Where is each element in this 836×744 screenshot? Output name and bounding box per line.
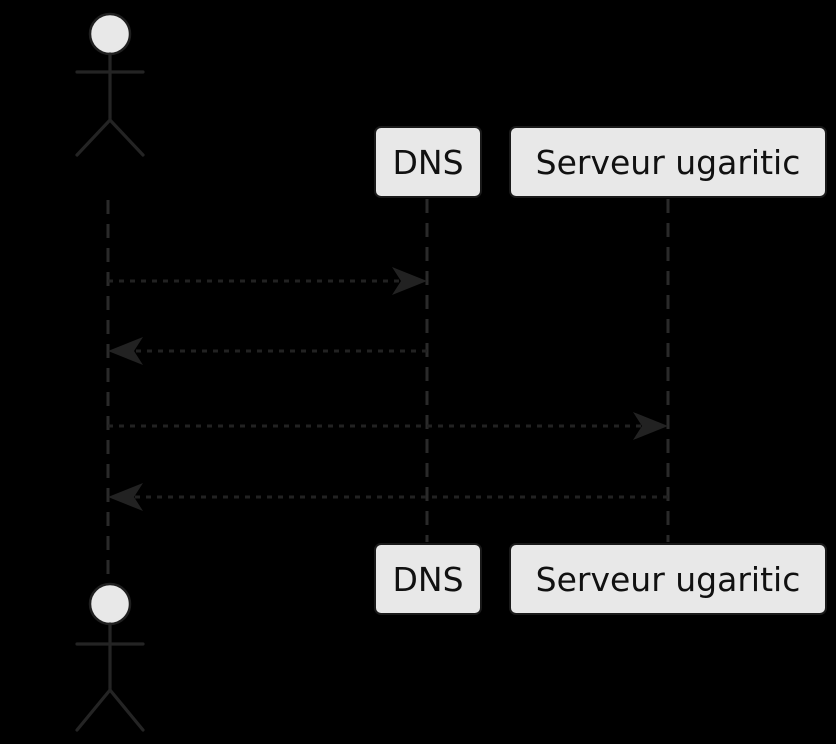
participant-label-dns: DNS <box>392 142 464 182</box>
actor-left-leg-line <box>75 118 112 157</box>
message-arrow-serveur-to-actor <box>108 483 668 511</box>
actor-right-leg-line <box>108 118 145 157</box>
participant-box-dns-top: DNS <box>374 126 482 198</box>
actor-left-leg-line <box>75 688 112 732</box>
arrowhead-right-icon <box>392 267 427 295</box>
actor-head-icon <box>88 12 132 56</box>
lifelines <box>106 199 670 583</box>
arrowhead-left-icon <box>108 337 143 365</box>
message-arrow-dns-to-actor <box>108 337 427 365</box>
participant-box-serveur-bottom: Serveur ugaritic <box>509 543 827 615</box>
actor-figure-bottom <box>75 582 145 732</box>
arrowhead-left-icon <box>108 483 143 511</box>
message-arrow-actor-to-dns <box>108 267 427 295</box>
message-arrow-actor-to-serveur <box>108 412 668 440</box>
participant-box-dns-bottom: DNS <box>374 543 482 615</box>
participant-label-serveur: Serveur ugaritic <box>535 142 801 182</box>
actor-figure-top <box>75 12 145 157</box>
arrowhead-right-icon <box>633 412 668 440</box>
participant-label-serveur: Serveur ugaritic <box>535 559 801 599</box>
actor-head-icon <box>88 582 132 626</box>
actor-right-leg-line <box>108 688 145 732</box>
participant-label-dns: DNS <box>392 559 464 599</box>
participant-box-serveur-top: Serveur ugaritic <box>509 126 827 198</box>
